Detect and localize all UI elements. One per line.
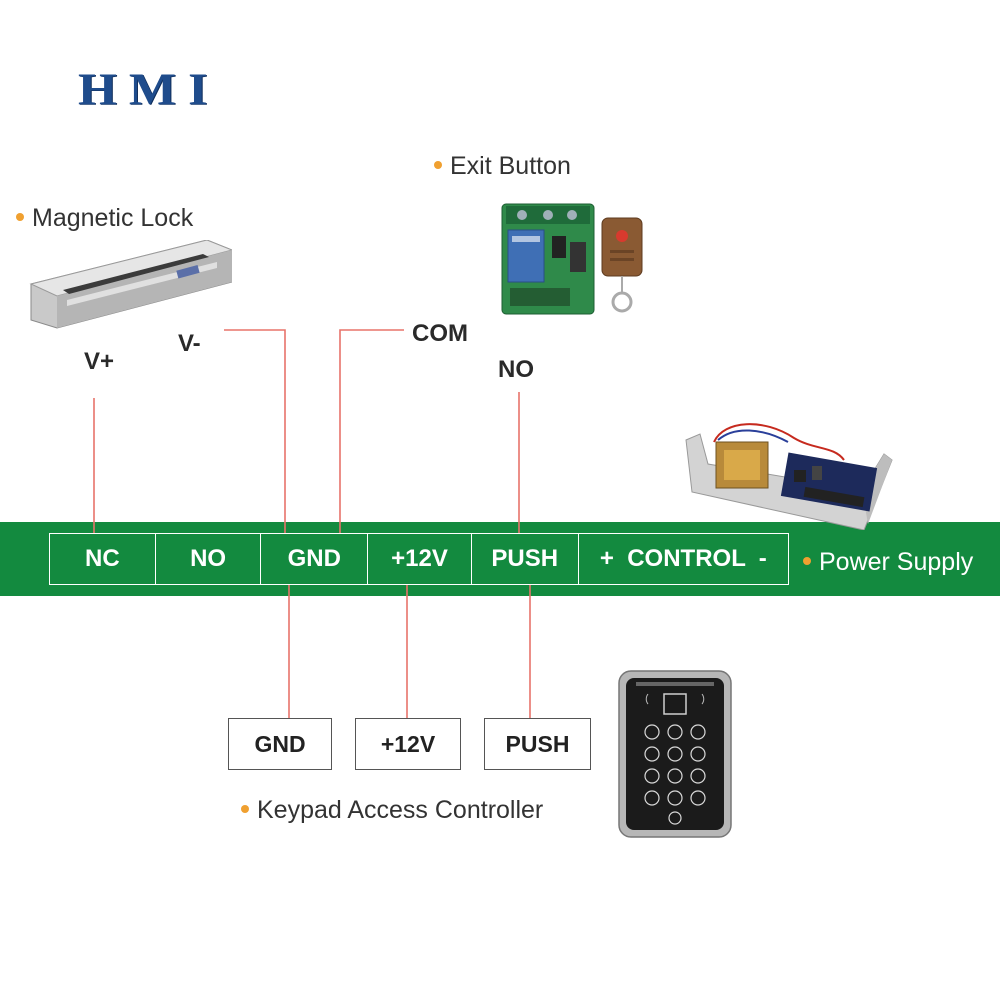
keypad-controller-label: Keypad Access Controller: [257, 796, 544, 824]
exit-button-relay-icon: [501, 203, 643, 315]
brand-logo: HMI: [78, 63, 220, 115]
terminal-strip: NC NO GND +12V PUSH + CONTROL -: [49, 533, 789, 585]
wire-label-v-plus: V+: [84, 348, 115, 375]
magnetic-lock-caption: Magnetic Lock: [16, 204, 193, 233]
wire-label-com: COM: [412, 320, 468, 347]
bullet-icon: [803, 557, 811, 566]
bullet-icon: [241, 805, 249, 814]
keypad-terminal-gnd: GND: [228, 718, 332, 770]
power-supply-caption: Power Supply: [803, 548, 973, 577]
bullet-icon: [434, 161, 442, 170]
exit-button-label: Exit Button: [450, 152, 571, 180]
wire-label-v-minus: V-: [178, 330, 201, 357]
keypad-icon: [618, 670, 732, 838]
terminal-nc: NC: [50, 534, 156, 584]
keypad-terminal-push: PUSH: [484, 718, 591, 770]
terminal-control: + CONTROL -: [599, 545, 767, 572]
wire-v-minus-to-gnd: [224, 329, 286, 534]
terminal-12v: +12V: [368, 534, 472, 584]
terminal-push: PUSH: [472, 534, 579, 584]
terminal-band: [0, 522, 1000, 596]
terminal-gnd: GND: [261, 534, 369, 584]
power-supply-icon: [685, 423, 893, 530]
bullet-icon: [16, 213, 24, 222]
terminal-no: NO: [156, 534, 262, 584]
magnetic-lock-icon: [29, 240, 232, 329]
wire-com-to-gnd: [339, 329, 404, 534]
keypad-terminal-12v: +12V: [355, 718, 461, 770]
magnetic-lock-label: Magnetic Lock: [32, 204, 194, 232]
keypad-controller-caption: Keypad Access Controller: [241, 796, 543, 825]
exit-button-caption: Exit Button: [434, 152, 571, 181]
power-supply-label: Power Supply: [819, 548, 974, 576]
wire-label-no: NO: [498, 356, 534, 383]
